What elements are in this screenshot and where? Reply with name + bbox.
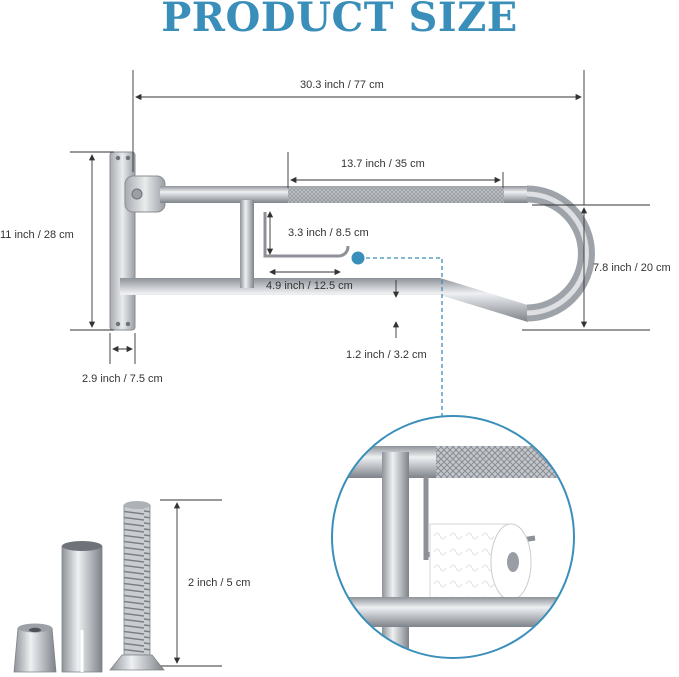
holder-length-label: 4.9 inch / 12.5 cm [266, 280, 353, 292]
u-bend [526, 185, 595, 322]
callout-dot [351, 251, 365, 265]
holder-height-label: 3.3 inch / 8.5 cm [288, 227, 369, 239]
plate-width-label: 2.9 inch / 7.5 cm [82, 373, 163, 385]
expansion-cone [13, 627, 57, 673]
bolt-length-label: 2 inch / 5 cm [188, 577, 251, 589]
bar-height-label: 7.8 inch / 20 cm [593, 262, 671, 274]
callout-leader [366, 257, 443, 418]
bottom-tube [120, 278, 528, 322]
page-title: PRODUCT SIZE [161, 0, 518, 41]
grab-bar [109, 151, 595, 331]
plate-height-label: 11 inch / 28 cm [0, 229, 74, 241]
dimension-lines [70, 70, 650, 667]
grip-length-label: 13.7 inch / 35 cm [341, 158, 425, 170]
overall-length-label: 30.3 inch / 77 cm [300, 79, 384, 91]
detail-view [332, 416, 574, 658]
tissue-holder [263, 212, 340, 258]
bolt [123, 504, 151, 656]
tube-diameter-label: 1.2 inch / 3.2 cm [346, 349, 427, 361]
grip-knurl [288, 186, 504, 203]
bolt-head [109, 654, 165, 671]
vertical-strut [240, 200, 254, 288]
mounting-hardware [13, 501, 165, 673]
detail-circle-border [331, 415, 575, 659]
hinge-block [124, 175, 166, 213]
